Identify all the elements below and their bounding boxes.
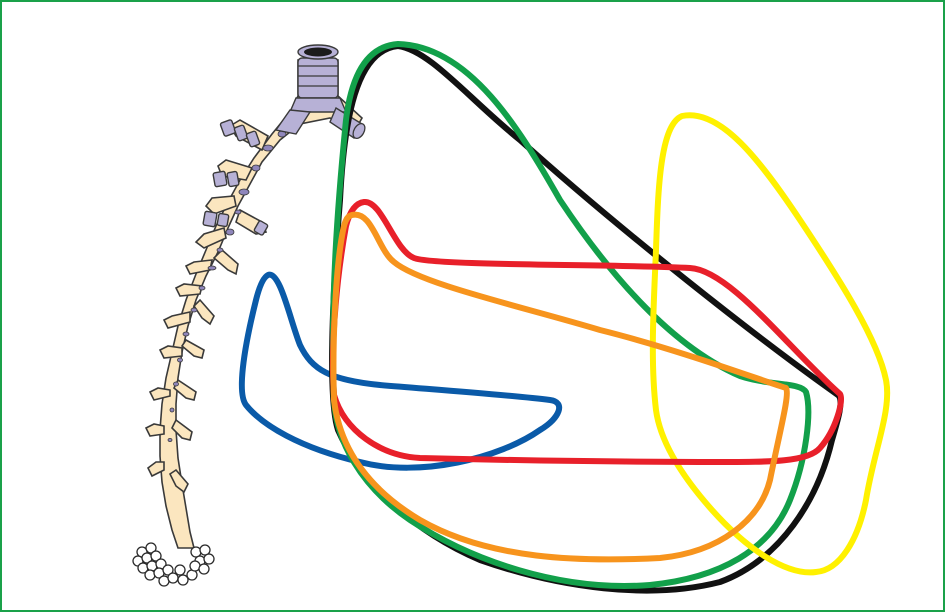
- branch: [146, 424, 164, 436]
- branch: [176, 284, 202, 296]
- green-loop: [333, 44, 808, 586]
- branch: [182, 340, 204, 358]
- branch: [160, 346, 182, 358]
- branch: [214, 250, 238, 274]
- alveoli: [133, 543, 214, 586]
- branch: [194, 300, 214, 324]
